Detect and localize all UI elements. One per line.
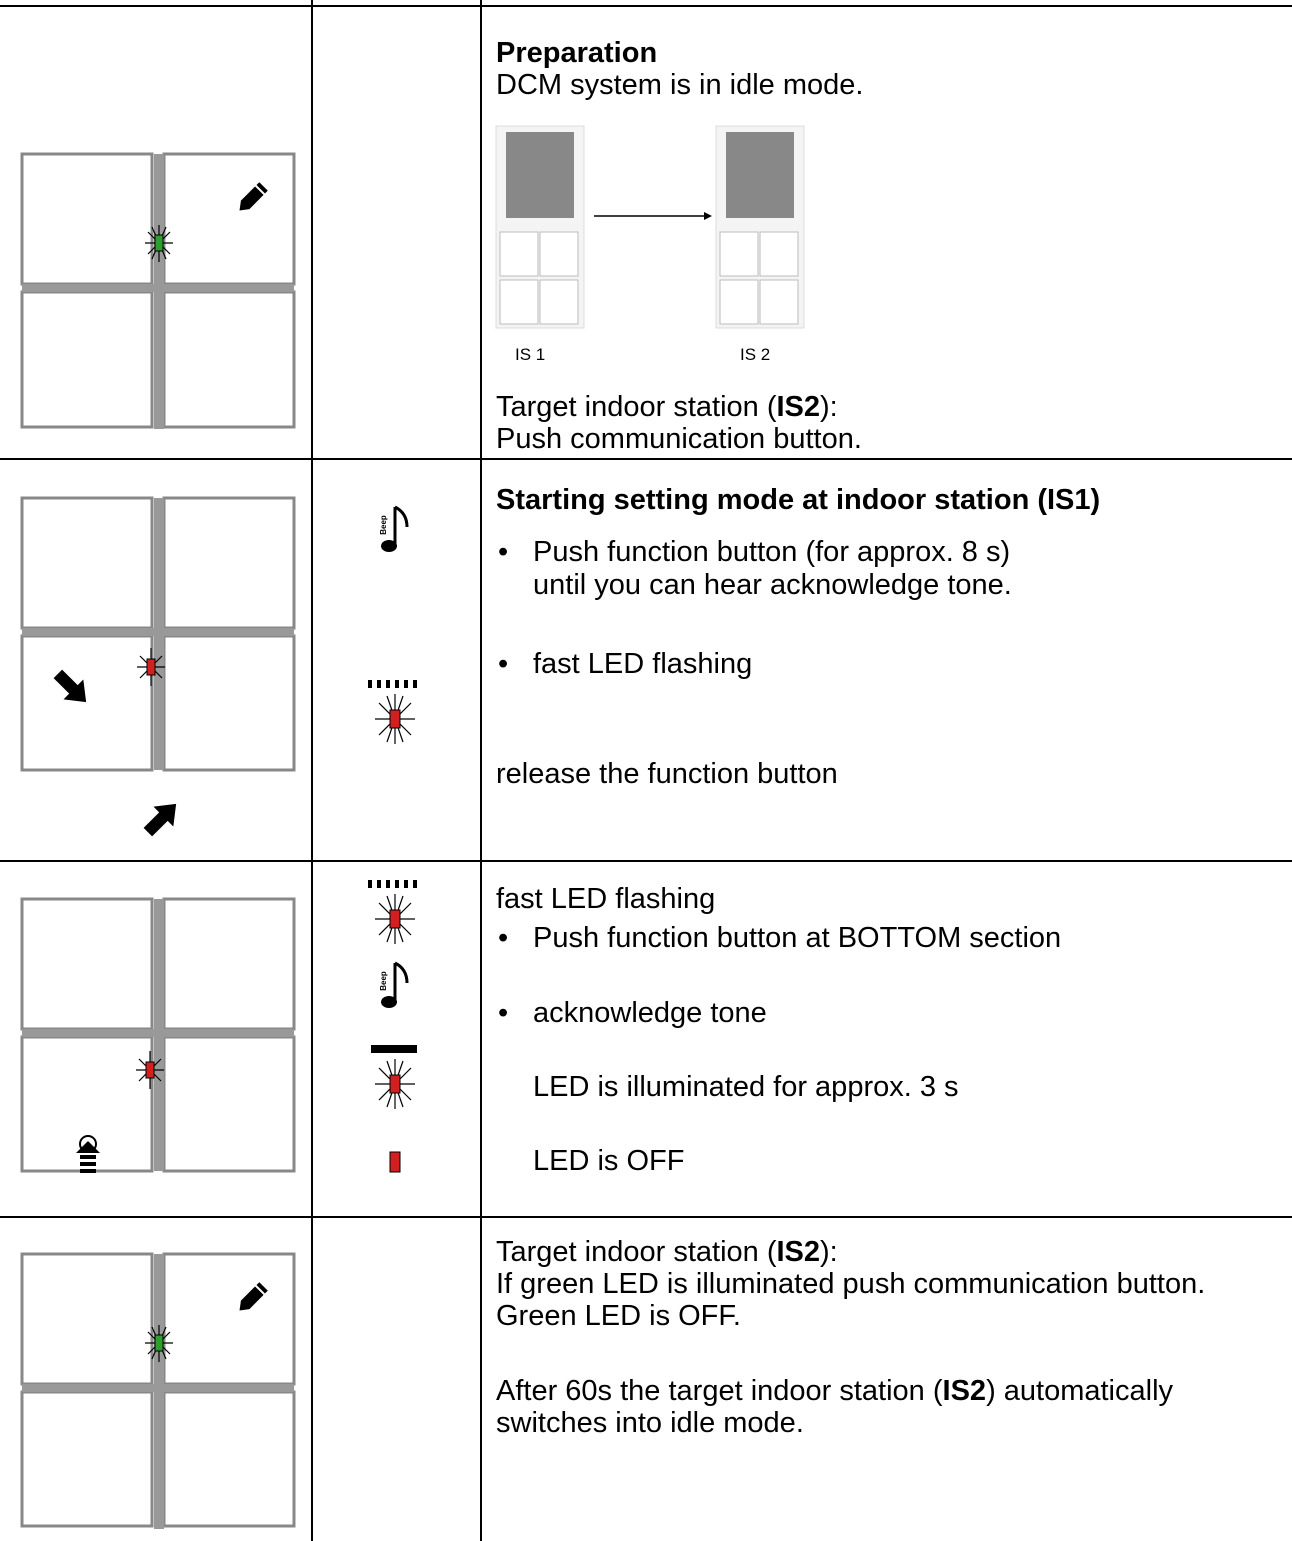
button-panel-step3 — [20, 897, 296, 1173]
button-panel-step4 — [20, 1252, 296, 1529]
pen-press-icon — [239, 182, 268, 211]
is1-label: IS 1 — [515, 345, 546, 364]
beep-note-icon: Beep — [379, 505, 409, 552]
step1-line: DCM system is in idle mode. — [496, 69, 864, 101]
step2-release: release the function button — [496, 758, 838, 790]
indoor-station-2-illustration — [715, 125, 805, 329]
svg-text:Beep: Beep — [379, 515, 388, 535]
led-on-icon — [371, 1045, 417, 1109]
step3-off: LED is OFF — [533, 1145, 685, 1177]
fast-flashing-led-icon — [368, 880, 417, 944]
step4-after: After 60s the target indoor station (IS2… — [496, 1375, 1174, 1407]
row-divider-2 — [0, 860, 1292, 862]
step4-line2: If green LED is illuminated push communi… — [496, 1268, 1206, 1300]
bullet-dot: • — [498, 648, 509, 680]
red-led — [146, 658, 156, 676]
push-bottom-icon — [76, 1135, 100, 1173]
bullet-dot: • — [498, 997, 509, 1029]
indoor-station-1-illustration — [495, 125, 585, 329]
step4-target: Target indoor station (IS2): — [496, 1236, 838, 1268]
red-led — [145, 1061, 155, 1079]
button-panel-step2 — [20, 496, 296, 837]
row-divider-1 — [0, 458, 1292, 460]
column-divider-1 — [311, 0, 313, 1541]
bullet-dot: • — [498, 922, 509, 954]
step3-bullet1: Push function button at BOTTOM section — [533, 922, 1062, 954]
arrow-press-icon — [53, 669, 87, 703]
svg-text:Beep: Beep — [379, 971, 388, 991]
step3-illuminated: LED is illuminated for approx. 3 s — [533, 1071, 959, 1103]
step2-bullet2: fast LED flashing — [533, 648, 753, 680]
button-panel-step1 — [20, 152, 296, 429]
green-led — [154, 1334, 164, 1352]
step1-target: Target indoor station (IS2): — [496, 391, 838, 423]
step3-bullet2: acknowledge tone — [533, 997, 767, 1029]
is2-label: IS 2 — [740, 345, 771, 364]
fast-flashing-led-icon — [368, 680, 417, 744]
step4-line3: Green LED is OFF. — [496, 1300, 741, 1332]
step1-heading: Preparation — [496, 37, 658, 69]
step2-bullet1-line1: Push function button (for approx. 8 s) — [533, 536, 1011, 568]
bullet-dot: • — [498, 536, 509, 568]
step2-bullet1-line2: until you can hear acknowledge tone. — [533, 569, 1012, 601]
arrow-release-icon — [143, 803, 177, 837]
column-divider-2 — [480, 0, 482, 1541]
row-divider-3 — [0, 1216, 1292, 1218]
green-led — [154, 234, 164, 252]
step4-after-line2: switches into idle mode. — [496, 1407, 804, 1439]
step3-line1: fast LED flashing — [496, 883, 716, 915]
table-top-border — [0, 5, 1292, 7]
step2-heading: Starting setting mode at indoor station … — [496, 484, 1101, 516]
step1-action: Push communication button. — [496, 423, 862, 455]
pen-press-icon — [239, 1282, 268, 1311]
beep-note-icon: Beep — [379, 961, 409, 1008]
led-off-icon — [389, 1151, 401, 1173]
indoor-station-diagram — [495, 125, 805, 329]
